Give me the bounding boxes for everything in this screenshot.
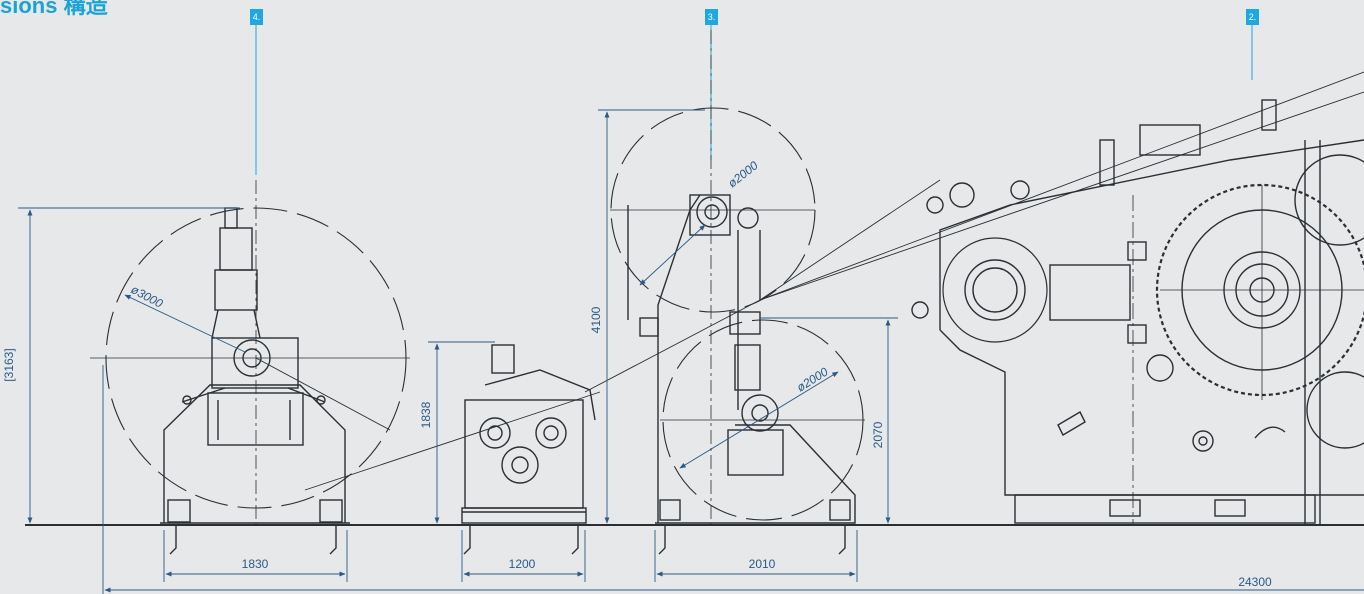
dim-2070: 2070	[871, 421, 885, 448]
machine-4	[90, 180, 410, 555]
dim-3163: [3163]	[2, 348, 16, 381]
page-title: sions 構造	[0, 0, 108, 18]
dim-4100: 4100	[589, 306, 603, 333]
dim-dia-3000: ø3000	[129, 282, 166, 310]
callout-3: 3.	[705, 9, 718, 25]
callout-2: 2.	[1246, 9, 1259, 25]
machine-3	[584, 30, 865, 555]
machine-2	[759, 71, 1364, 525]
dimension-lines	[18, 109, 1364, 594]
dim-dia-2000-top: ø2000	[725, 158, 761, 190]
callout-leaders	[255, 25, 1253, 175]
dim-24300: 24300	[1238, 575, 1272, 589]
dim-dia-2000-bottom: ø2000	[794, 364, 831, 394]
callout-4: 4.	[250, 9, 263, 25]
dim-2010: 2010	[749, 557, 776, 571]
dim-1200: 1200	[509, 557, 536, 571]
dim-1838: 1838	[419, 401, 433, 428]
dim-1830: 1830	[242, 557, 269, 571]
machine-middle	[304, 344, 601, 555]
